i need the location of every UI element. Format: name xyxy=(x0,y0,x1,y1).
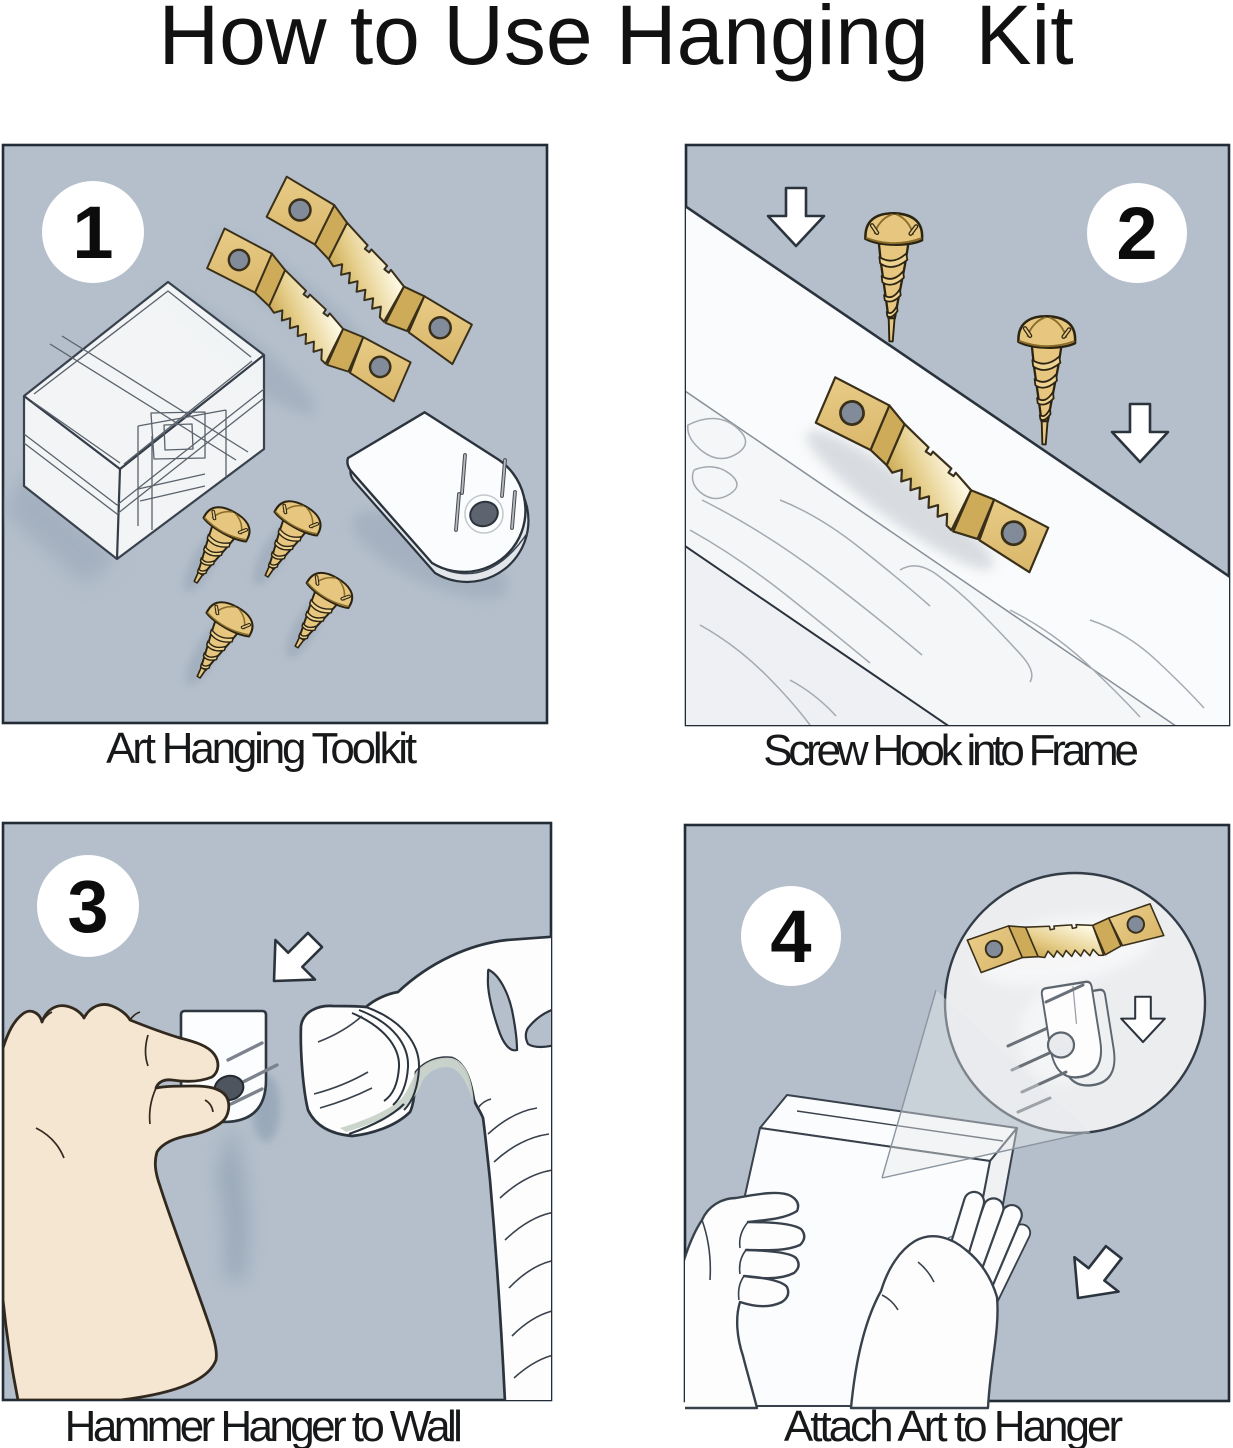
svg-text:4: 4 xyxy=(770,895,811,978)
svg-text:Screw Hook into Frame: Screw Hook into Frame xyxy=(763,726,1137,775)
svg-text:1: 1 xyxy=(72,191,113,274)
svg-text:Attach Art to Hanger: Attach Art to Hanger xyxy=(784,1402,1123,1448)
svg-text:Art Hanging Toolkit: Art Hanging Toolkit xyxy=(106,724,417,773)
svg-text:2: 2 xyxy=(1116,192,1157,275)
svg-text:3: 3 xyxy=(67,865,108,948)
svg-text:Hammer Hanger to Wall: Hammer Hanger to Wall xyxy=(65,1402,460,1448)
svg-text:How to Use Hanging Kit: How to Use Hanging Kit xyxy=(158,0,1073,82)
